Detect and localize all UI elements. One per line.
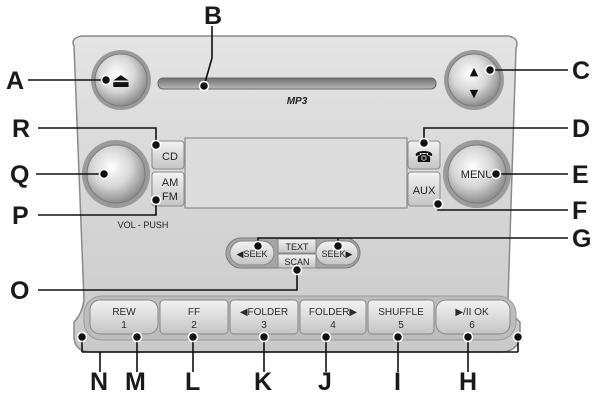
callout-e: E — [572, 161, 589, 189]
am-label: AM — [162, 177, 179, 189]
callout-a: A — [6, 67, 24, 95]
cd-label: CD — [162, 151, 178, 163]
volume-knob[interactable] — [82, 140, 150, 208]
callout-f: F — [572, 197, 587, 225]
preset-button[interactable]: FF 2 — [159, 299, 229, 335]
callout-j: J — [318, 368, 332, 393]
leader-lines — [28, 26, 568, 372]
aux-button[interactable]: AUX — [407, 171, 441, 207]
preset-button[interactable]: ▶/II OK 6 — [435, 299, 511, 335]
preset-number: 5 — [398, 320, 404, 331]
seek-left-label: ◀SEEK — [237, 249, 268, 259]
seek-down-button[interactable]: ◀SEEK — [229, 240, 275, 266]
callout-q: Q — [10, 161, 29, 189]
aux-label: AUX — [413, 185, 436, 197]
phone-icon: ☎ — [415, 148, 434, 166]
preset-number: 2 — [191, 320, 197, 331]
preset-number: 4 — [330, 320, 336, 331]
tune-down-icon: ▼ — [470, 87, 479, 100]
callout-l: L — [185, 368, 200, 393]
preset-button[interactable]: ◀FOLDER 3 — [229, 299, 299, 335]
preset-label: ▶/II OK — [455, 307, 489, 318]
vol-push-label: VOL - PUSH — [118, 220, 169, 230]
seek-right-label: SEEK▶ — [322, 249, 353, 259]
preset-label: ◀FOLDER — [240, 307, 288, 318]
callout-d: D — [572, 115, 590, 143]
text-label: TEXT — [285, 242, 309, 252]
callout-labels: A B C R D Q E P F G O N M L K J I H — [6, 2, 591, 393]
callout-n: N — [90, 368, 108, 393]
preset-number: 6 — [469, 320, 475, 331]
preset-number: 1 — [121, 320, 127, 331]
eject-icon: ⏏ — [112, 68, 131, 92]
preset-button[interactable]: REW 1 — [89, 299, 159, 335]
display-screen — [184, 137, 408, 209]
callout-i: I — [394, 368, 401, 393]
preset-button[interactable]: SHUFFLE 5 — [367, 299, 435, 335]
callout-b: B — [204, 2, 222, 30]
callout-r: R — [12, 115, 30, 143]
callout-h: H — [459, 368, 477, 393]
scan-label: SCAN — [284, 257, 309, 267]
callout-g: G — [572, 225, 591, 253]
callout-o: O — [10, 277, 29, 305]
tune-up-icon: ▲ — [470, 65, 479, 78]
callout-p: P — [12, 202, 29, 230]
callout-c: C — [572, 57, 590, 85]
callout-m: M — [125, 368, 146, 393]
cd-slot — [157, 77, 437, 90]
text-button[interactable]: TEXT — [277, 238, 317, 254]
preset-label: SHUFFLE — [378, 307, 424, 318]
eject-button[interactable]: ⏏ — [91, 50, 151, 110]
callout-dots — [76, 64, 524, 343]
callout-k: K — [254, 368, 272, 393]
menu-knob[interactable]: MENU — [443, 140, 511, 208]
tune-button[interactable]: ▲ ▼ — [444, 50, 504, 110]
menu-label: MENU — [461, 169, 493, 181]
preset-number: 3 — [261, 320, 267, 331]
preset-label: REW — [112, 307, 136, 318]
preset-button[interactable]: FOLDER▶ 4 — [299, 299, 367, 335]
preset-label: FOLDER▶ — [309, 307, 358, 318]
preset-label: FF — [188, 307, 200, 318]
mp3-logo: MP3 — [287, 96, 308, 107]
fm-label: FM — [162, 191, 178, 203]
